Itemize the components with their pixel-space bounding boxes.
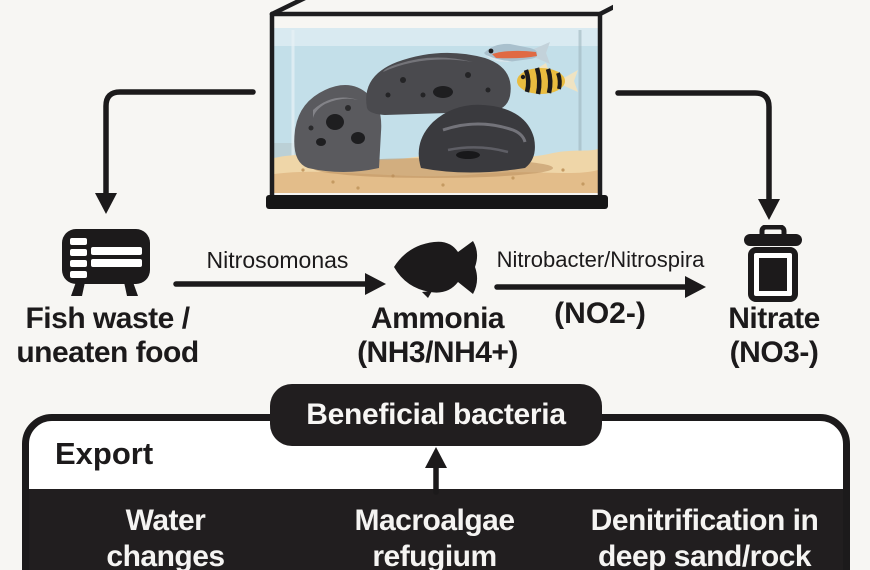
trash-icon [744,225,802,302]
fish-icon [394,241,478,298]
arrowhead-right-2 [685,276,706,298]
export-title: Export [55,436,154,471]
sand-shadow [274,170,598,193]
arrow-tank-to-nitrate [615,90,772,204]
beneficial-bacteria-pill: Beneficial bacteria [270,384,602,446]
ammonia-label: Ammonia (NH3/NH4+) [357,302,518,369]
method-water-changes: Water changes [106,504,225,570]
arrowhead-right-1 [365,273,386,295]
tank-frame [269,0,613,199]
tank-base [266,195,608,209]
nitrate-label: Nitrate (NO3-) [728,302,820,369]
arrowhead-down-left [95,193,117,214]
method-macroalgae-refugium: Macroalgae refugium [354,504,515,570]
neon-tetra-fish [484,42,550,64]
aquarium-illustration [266,0,613,209]
food-container-icon [62,229,150,296]
nitrosomonas-label: Nitrosomonas [206,247,349,273]
top-rock [366,52,511,115]
export-dark-panel [29,489,843,570]
left-rock [294,85,382,172]
nitrite-sublabel: (NO2-) [554,297,646,330]
fish-waste-label: Fish waste / uneaten food [16,302,199,369]
arrow-tank-to-fishwaste [103,89,256,199]
right-rock [418,104,535,173]
water-surface-band [274,28,598,46]
method-denitrification: Denitrification in deep sand/rock [590,504,819,570]
nitrobacter-nitrospira-label: Nitrobacter/Nitrospira [496,247,705,272]
arrowhead-down-right [758,199,780,220]
yellow-striped-fish [517,63,578,95]
beneficial-bacteria-label: Beneficial bacteria [306,398,566,431]
